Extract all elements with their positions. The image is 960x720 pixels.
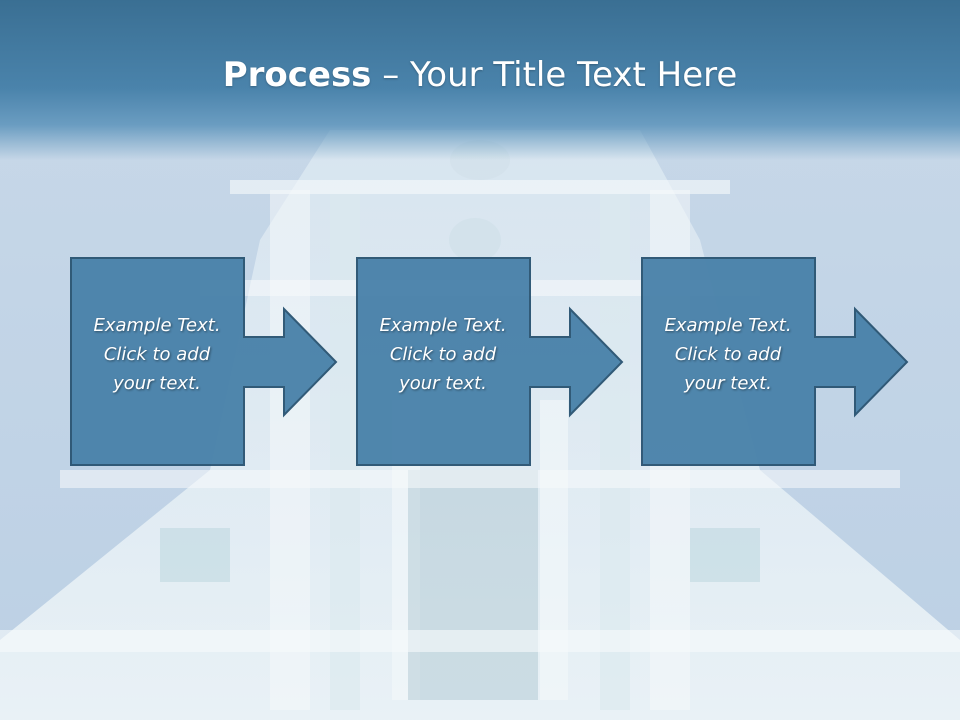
step-line: your text.: [113, 373, 201, 394]
process-step-1[interactable]: Example Text. Click to add your text.: [70, 257, 338, 467]
title-bold: Process: [222, 55, 372, 95]
right-arrow-icon: [641, 257, 909, 466]
right-arrow-icon: [356, 257, 624, 466]
step-3-text[interactable]: Example Text. Click to add your text.: [643, 311, 813, 398]
right-arrow-icon: [70, 257, 338, 466]
step-line: your text.: [399, 373, 487, 394]
step-2-text[interactable]: Example Text. Click to add your text.: [358, 311, 528, 398]
step-line: Example Text.: [664, 315, 792, 336]
process-step-3[interactable]: Example Text. Click to add your text.: [641, 257, 909, 467]
step-line: your text.: [684, 373, 772, 394]
step-line: Example Text.: [379, 315, 507, 336]
step-1-text[interactable]: Example Text. Click to add your text.: [72, 311, 242, 398]
slide-title: Process – Your Title Text Here: [0, 52, 960, 98]
step-line: Click to add: [389, 344, 497, 365]
title-band: [0, 0, 960, 160]
step-line: Click to add: [674, 344, 782, 365]
title-rest: – Your Title Text Here: [371, 55, 738, 95]
step-line: Click to add: [103, 344, 211, 365]
process-step-2[interactable]: Example Text. Click to add your text.: [356, 257, 624, 467]
step-line: Example Text.: [93, 315, 221, 336]
